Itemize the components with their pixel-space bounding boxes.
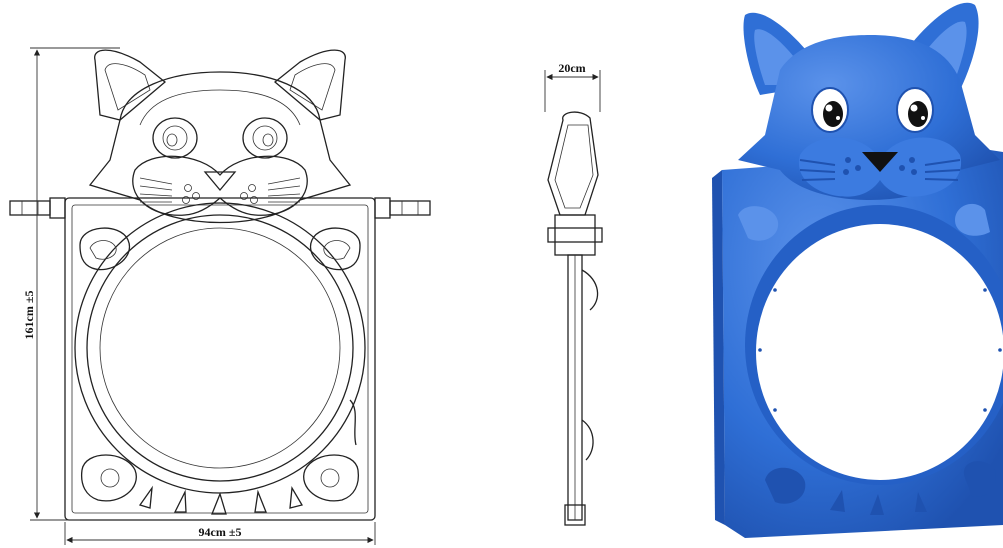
height-label: 161cm ±5	[22, 291, 36, 340]
side-view-drawing	[547, 111, 603, 526]
depth-dimension: 20cm	[544, 61, 601, 112]
width-label: 94cm ±5	[199, 525, 242, 539]
panel-hole	[756, 224, 1003, 480]
cat-panel-render	[712, 2, 1003, 538]
front-view-drawing	[9, 49, 431, 521]
depth-label: 20cm	[558, 61, 585, 75]
height-dimension: 161cm ±5	[22, 47, 120, 521]
nose	[862, 152, 898, 172]
width-dimension: 94cm ±5	[64, 522, 376, 545]
